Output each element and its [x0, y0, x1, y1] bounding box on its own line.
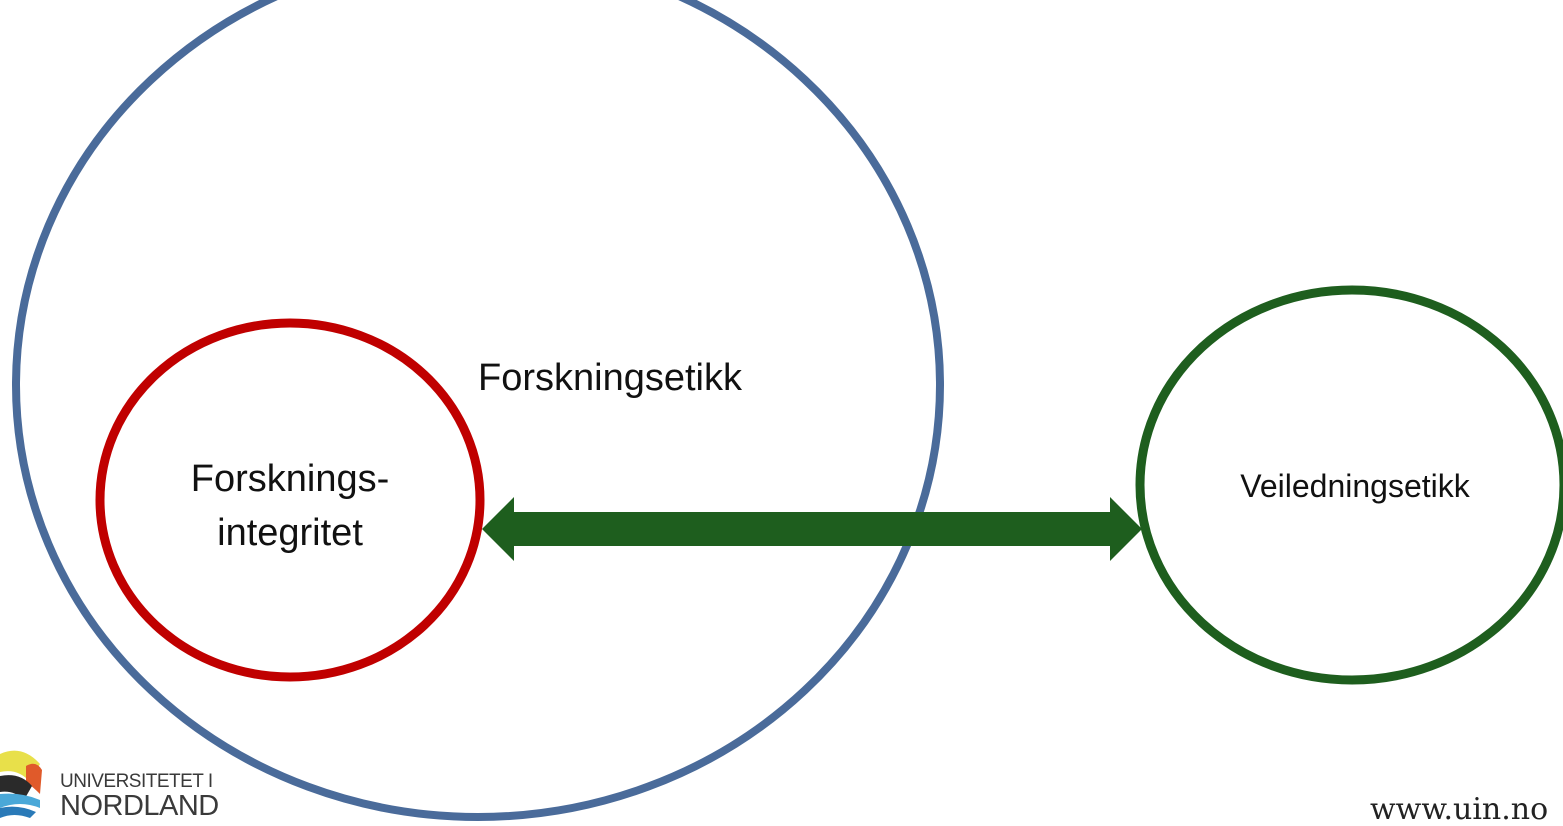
- website-url: www.uin.no: [1370, 792, 1549, 826]
- forskningsintegritet-label-line1: Forsknings-: [190, 458, 390, 500]
- wave-logo-icon: [0, 750, 42, 818]
- logo-line1: UNIVERSITETET I: [60, 771, 213, 792]
- veiledningsetikk-label: Veiledningsetikk: [1240, 468, 1470, 504]
- forskningsintegritet-circle: [95, 318, 485, 682]
- double-arrow: [482, 497, 1142, 561]
- university-logo: UNIVERSITETET I NORDLAND: [0, 742, 230, 826]
- forskningsetikk-label: Forskningsetikk: [478, 357, 742, 399]
- logo-line2: NORDLAND: [60, 790, 219, 822]
- forskningsintegritet-label-line2: integritet: [217, 512, 363, 554]
- veiledningsetikk-circle: [1135, 285, 1563, 685]
- forskningsetikk-circle: [12, 0, 944, 821]
- forskningsintegritet-label: Forsknings- integritet: [140, 452, 440, 560]
